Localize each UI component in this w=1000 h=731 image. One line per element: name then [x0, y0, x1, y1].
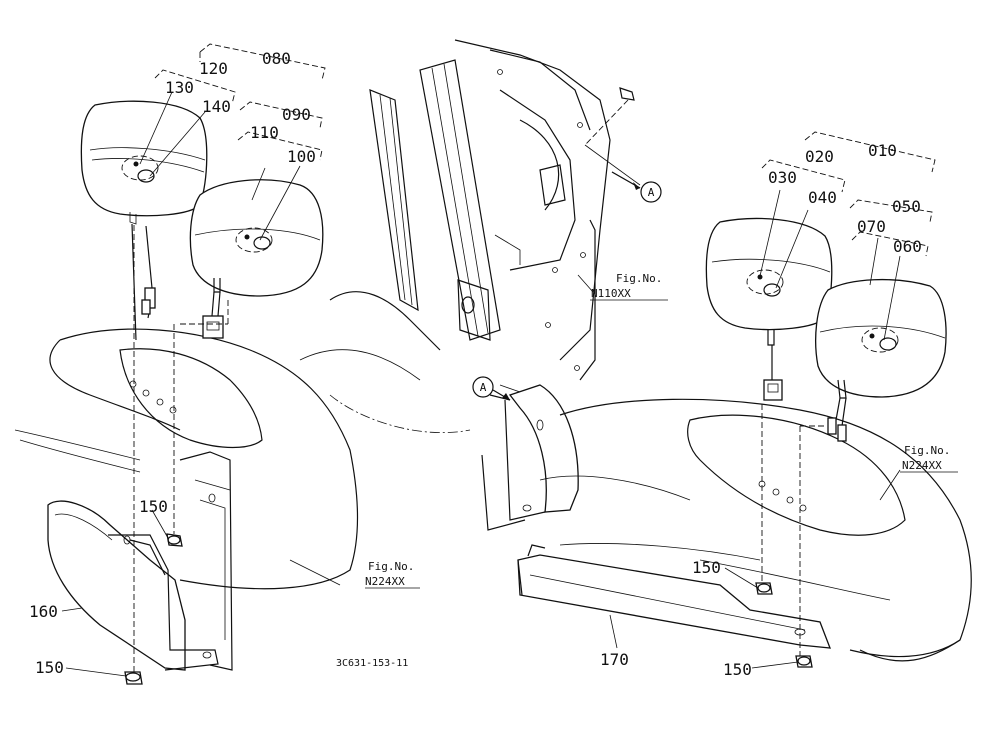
- callout-170: 170: [600, 650, 629, 669]
- right-seat-cushion: [539, 398, 972, 662]
- callout-140: 140: [202, 97, 231, 116]
- callout-090: 090: [282, 105, 311, 124]
- marker-a-top-text: A: [648, 186, 655, 199]
- left-bracket: [47, 500, 219, 671]
- callout-labels: 080 120 130 140 090 110 100 010 020 030 …: [29, 49, 922, 679]
- callout-brackets: [154, 43, 936, 257]
- callout-130: 130: [165, 78, 194, 97]
- fig-label-center: Fig.No.: [616, 272, 662, 285]
- callout-160: 160: [29, 602, 58, 621]
- callout-020: 020: [805, 147, 834, 166]
- drawing-code: 3C631-153-11: [336, 658, 408, 669]
- callout-070: 070: [857, 217, 886, 236]
- fig-ref-n110: N110XX: [591, 287, 631, 300]
- right-speaker-front: [815, 278, 947, 442]
- callout-100: 100: [287, 147, 316, 166]
- nut-150-left-upper: [166, 533, 183, 547]
- callout-150-right-lower: 150: [723, 660, 752, 679]
- callout-120: 120: [199, 59, 228, 78]
- marker-a-left: A: [472, 376, 511, 401]
- fig-ref-n224-left: N224XX: [365, 575, 405, 588]
- left-speaker-front: [189, 179, 324, 339]
- callout-010: 010: [868, 141, 897, 160]
- center-bracket: [481, 384, 579, 531]
- leader-lines: [61, 91, 901, 677]
- callout-060: 060: [893, 237, 922, 256]
- callout-080: 080: [262, 49, 291, 68]
- fig-label-left: Fig.No.: [368, 560, 414, 573]
- nut-150-right-lower: [795, 655, 813, 668]
- fig-ref-n224-right: N224XX: [902, 459, 942, 472]
- callout-150-left-lower: 150: [35, 658, 64, 677]
- callout-150-left-upper: 150: [139, 497, 168, 516]
- right-speaker-rear: [705, 217, 833, 401]
- marker-a-left-text: A: [480, 381, 487, 394]
- callout-150-right-upper: 150: [692, 558, 721, 577]
- callout-040: 040: [808, 188, 837, 207]
- figure-references: Fig.No. N224XX Fig.No. N110XX Fig.No. N2…: [365, 272, 950, 588]
- callout-110: 110: [250, 123, 279, 142]
- nut-150-left-lower: [124, 671, 143, 685]
- marker-a-top: A: [611, 171, 662, 203]
- nut-150-right-upper: [755, 582, 773, 595]
- callout-030: 030: [768, 168, 797, 187]
- fig-label-right: Fig.No.: [904, 444, 950, 457]
- right-bracket: [517, 544, 831, 649]
- callout-050: 050: [892, 197, 921, 216]
- left-seat-cushion: [14, 328, 359, 671]
- cab-frame: [299, 39, 641, 433]
- left-speaker-rear: [80, 100, 208, 341]
